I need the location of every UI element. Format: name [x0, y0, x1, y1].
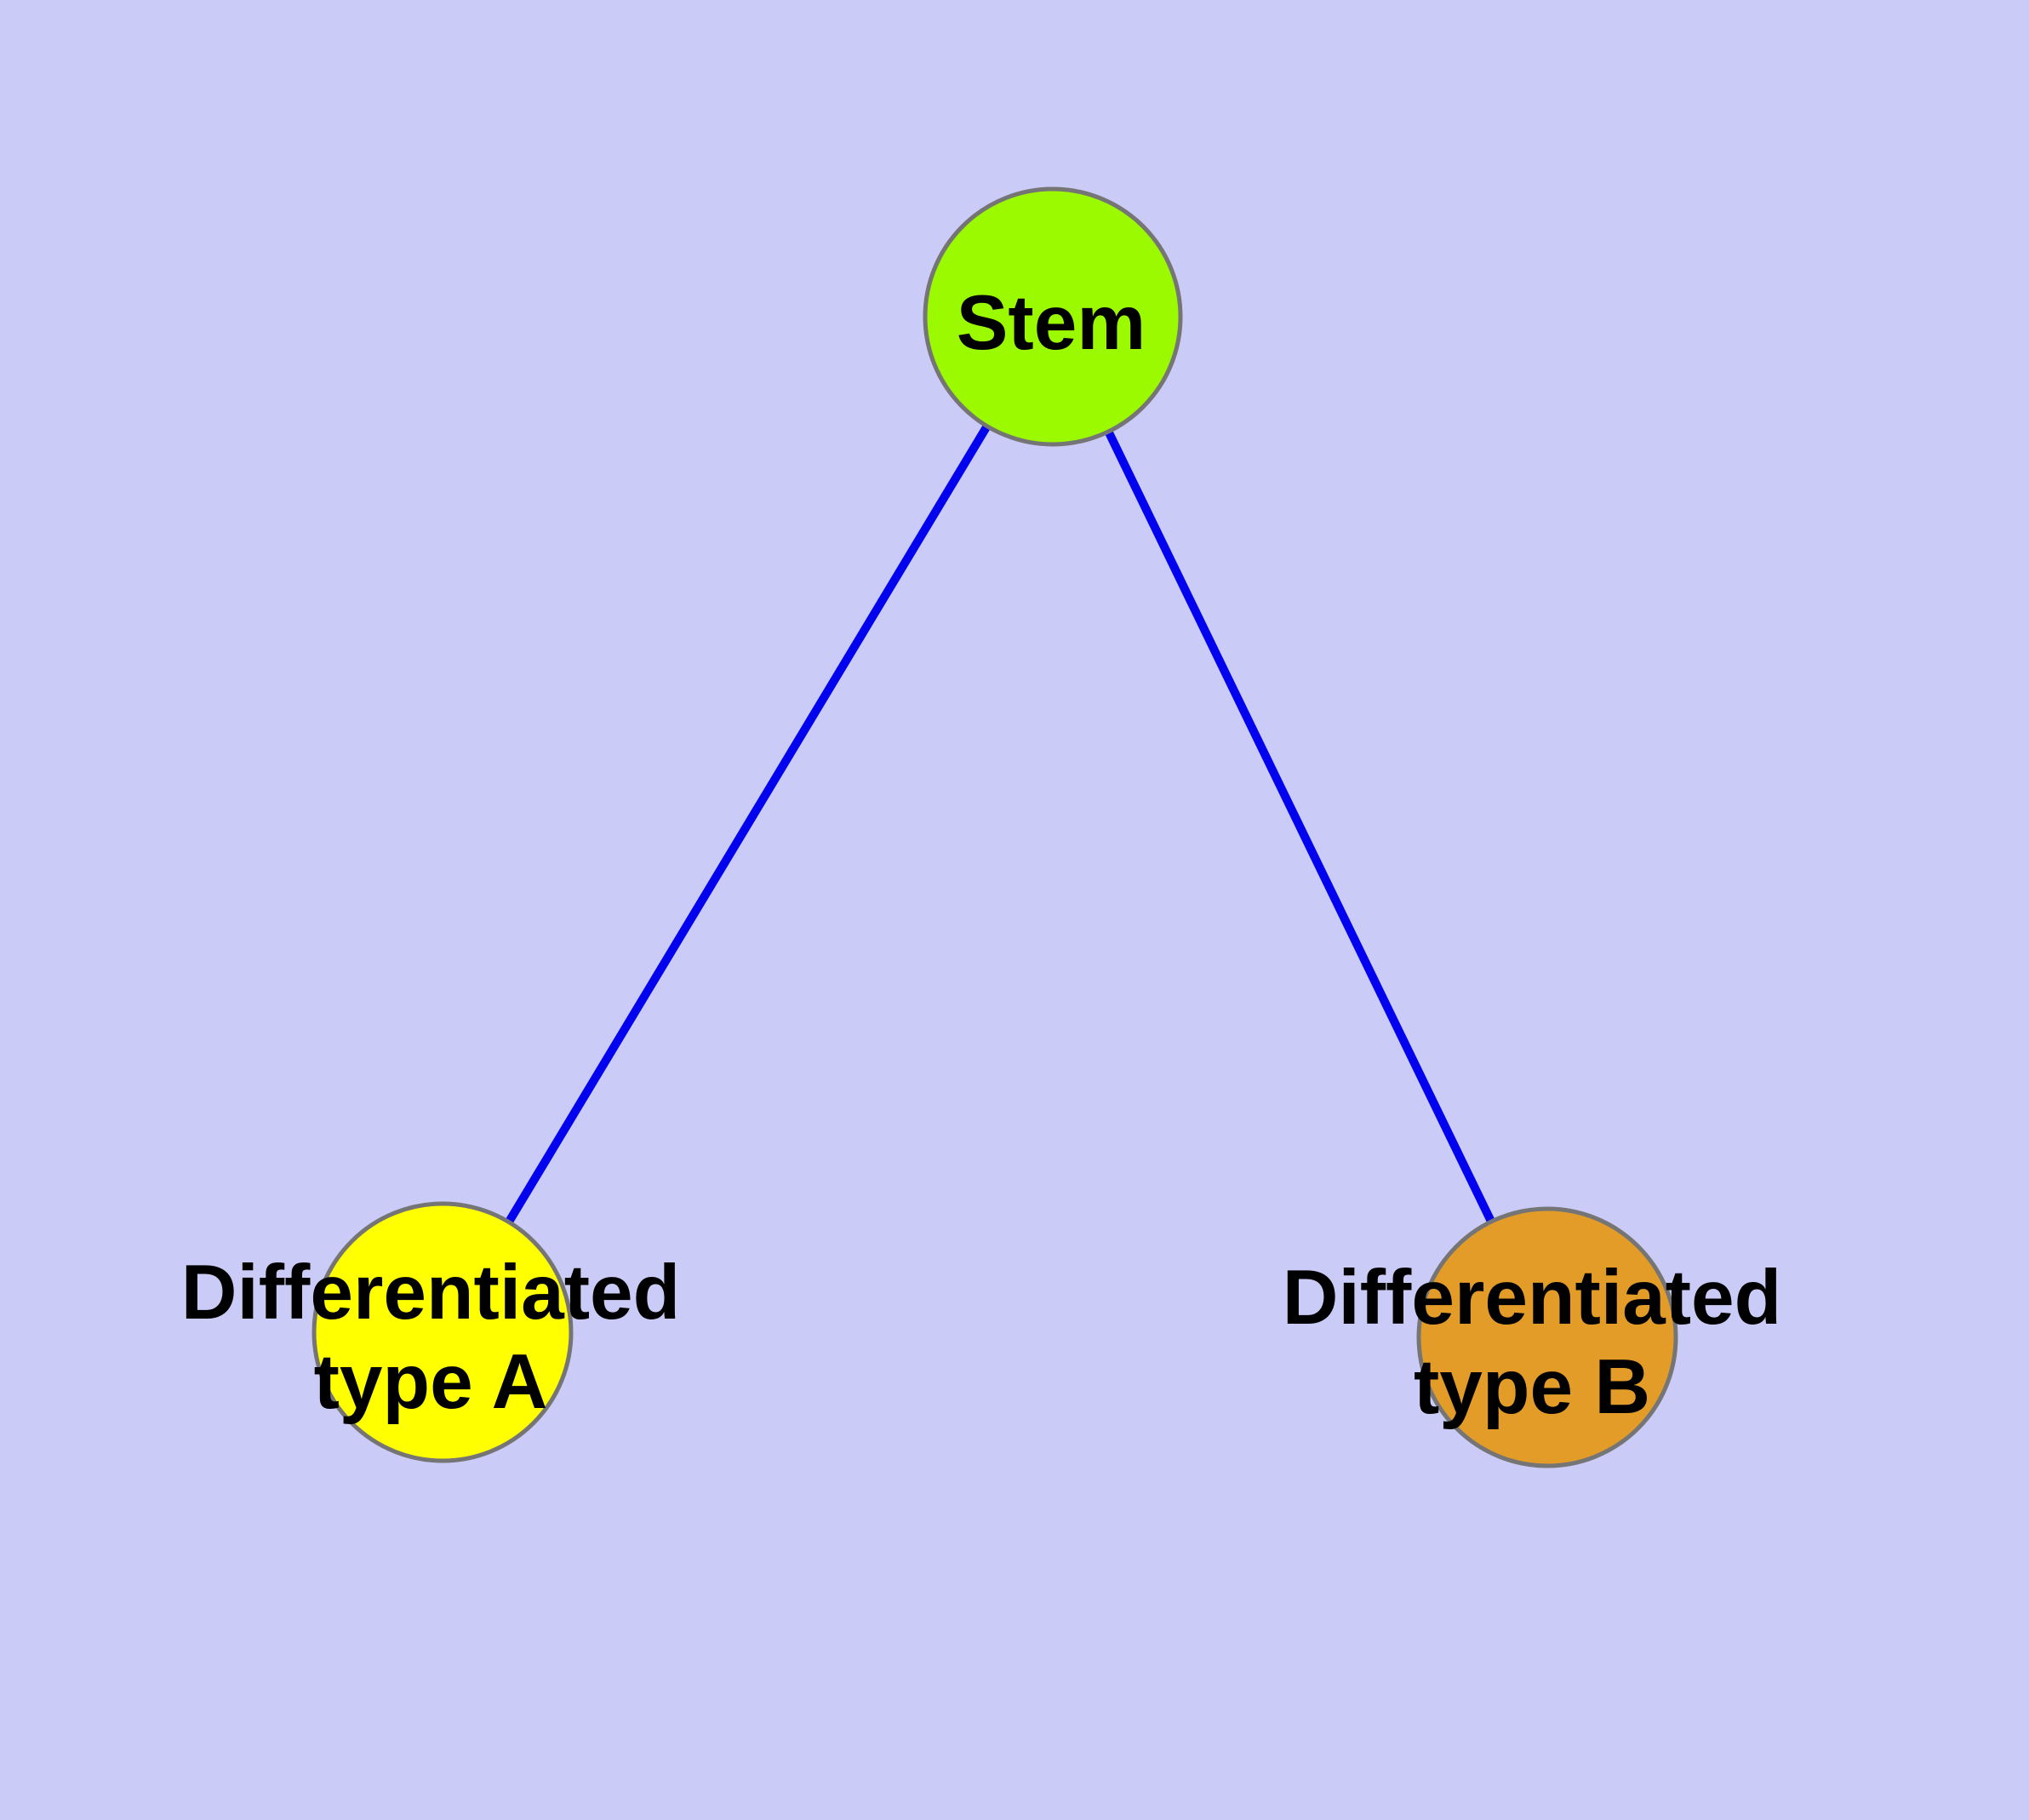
node-type-b-label-line1: Differentiated: [1283, 1255, 1782, 1341]
node-stem-circle: [923, 186, 1183, 447]
node-type-b-circle: [1416, 1206, 1678, 1468]
node-type-a-label-line1: Differentiated: [181, 1250, 681, 1336]
node-type-a-circle: [311, 1201, 574, 1463]
edge-stem-to-type-b: [1049, 314, 1552, 1340]
node-type-b-label-line2: type B: [1414, 1344, 1650, 1430]
edge-stem-to-type-a: [438, 314, 1057, 1335]
node-type-a-label-line2: type A: [314, 1339, 548, 1425]
node-stem-label: Stem: [957, 280, 1146, 366]
